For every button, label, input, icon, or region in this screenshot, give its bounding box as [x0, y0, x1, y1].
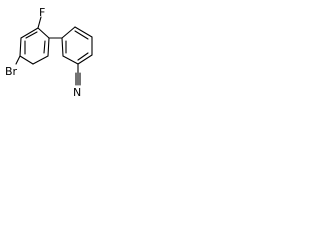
bond	[37, 27, 50, 39]
left-aromatic-ring	[19, 27, 50, 65]
double-bond-inner	[74, 30, 89, 40]
carbon-bromine-bond	[15, 55, 21, 65]
fluorine-atom-label: F	[39, 6, 45, 19]
bond	[61, 37, 64, 57]
bond	[19, 55, 34, 65]
carbon-fluorine-bond	[37, 16, 42, 29]
double-bond-inner	[43, 40, 46, 54]
double-bond-inner	[77, 52, 89, 61]
bond	[62, 55, 79, 65]
double-bond-inner	[25, 31, 38, 39]
bond	[32, 55, 49, 65]
bond	[47, 37, 50, 57]
bromine-atom-label: Br	[5, 65, 18, 78]
right-aromatic-ring	[61, 26, 93, 65]
bond	[61, 26, 76, 39]
bond	[74, 26, 93, 38]
nitrogen-atom-label: N	[73, 86, 81, 98]
bond	[20, 27, 39, 39]
bond	[77, 54, 93, 65]
chemical-structure-diagram: F Br N	[5, 6, 93, 98]
bond	[19, 37, 22, 57]
